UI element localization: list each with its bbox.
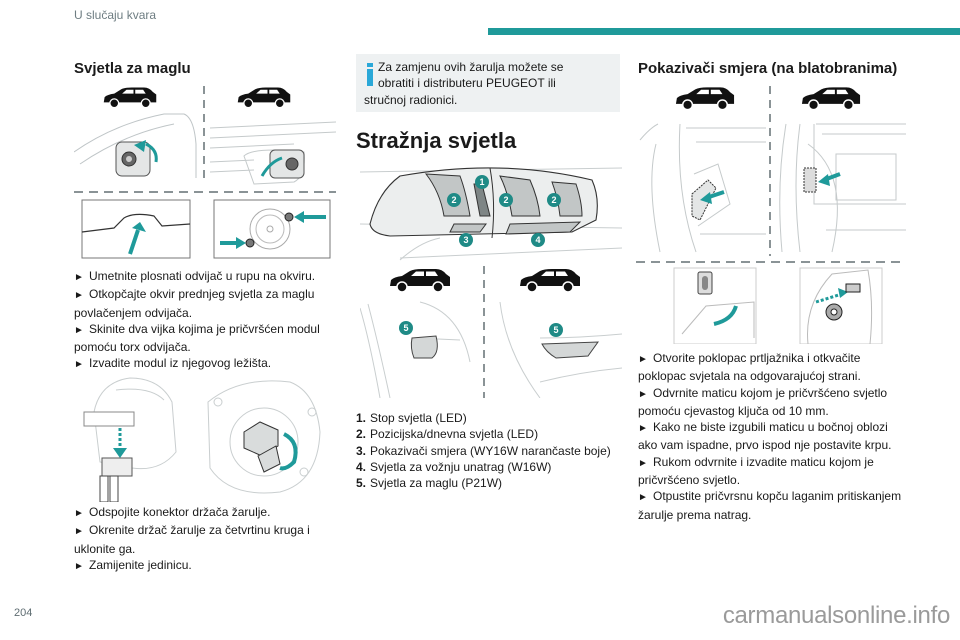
figure-front-fog-light-steps xyxy=(74,84,336,260)
legend-item: 4.Svjetla za vožnju unatrag (W16W) xyxy=(356,459,552,474)
estate-car-icon xyxy=(519,268,581,293)
figure-rear-light-cluster: 1 2 2 2 3 4 5 5 xyxy=(360,162,622,398)
page-number: 204 xyxy=(14,607,33,619)
bullet-arrow-icon: ► xyxy=(74,359,84,371)
step-item: ►Odvrnite maticu kojom je pričvršćeno sv… xyxy=(638,385,888,418)
section-title-fog-lights: Svjetla za maglu xyxy=(74,60,191,77)
svg-text:4: 4 xyxy=(535,235,540,245)
fog-light-steps-list-b: ►Odspojite konektor držača žarulje. ►Okr… xyxy=(74,504,336,575)
bullet-arrow-icon: ► xyxy=(638,423,648,435)
fog-light-steps-list-a: ►Umetnite plosnati odvijač u rupu na okv… xyxy=(74,268,336,374)
estate-car-icon xyxy=(801,86,861,111)
bullet-arrow-icon: ► xyxy=(74,508,84,519)
svg-text:5: 5 xyxy=(553,325,558,335)
svg-text:2: 2 xyxy=(503,195,508,205)
hatchback-car-icon xyxy=(389,268,451,293)
step-item: ►Zamijenite jedinicu. xyxy=(74,557,336,575)
legend-item: 3.Pokazivači smjera (WY16W narančaste bo… xyxy=(356,443,611,458)
hatchback-car-icon xyxy=(675,86,735,111)
bullet-arrow-icon: ► xyxy=(638,388,648,400)
rear-lights-legend: 1.Stop svjetla (LED) 2.Pozicijska/dnevna… xyxy=(356,410,611,491)
note-line-1: Za zamjenu ovih žarulja možete se xyxy=(378,60,564,74)
step-item: ►Skinite dva vijka kojima je pričvršćen … xyxy=(74,321,320,355)
bullet-arrow-icon: ► xyxy=(638,492,648,504)
bullet-arrow-icon: ► xyxy=(74,324,84,336)
section-title-rear-lights: Stražnja svjetla xyxy=(356,128,517,153)
bullet-arrow-icon: ► xyxy=(638,457,648,469)
svg-text:2: 2 xyxy=(551,195,556,205)
info-icon xyxy=(367,63,373,86)
bullet-arrow-icon: ► xyxy=(74,526,84,538)
note-line-3: stručnoj radionici. xyxy=(364,92,458,107)
svg-text:2: 2 xyxy=(451,195,456,205)
figure-bulb-holder-removal xyxy=(80,372,330,502)
step-item: ►Odspojite konektor držača žarulje. xyxy=(74,504,336,522)
step-item: ►Rukom odvrnite i izvadite maticu kojom … xyxy=(638,454,874,488)
svg-text:3: 3 xyxy=(463,235,468,245)
callout-markers: 1 2 2 2 3 4 5 5 xyxy=(399,175,563,337)
svg-text:5: 5 xyxy=(403,323,408,333)
bullet-arrow-icon: ► xyxy=(638,354,648,365)
note-line-2: obratiti i distributeru PEUGEOT ili xyxy=(378,76,556,91)
bullet-arrow-icon: ► xyxy=(74,272,84,283)
step-item: ►Otpustite pričvrsnu kopču laganim priti… xyxy=(638,489,902,522)
section-title-indicators: Pokazivači smjera (na blatobranima) xyxy=(638,60,898,77)
step-item: ►Umetnite plosnati odvijač u rupu na okv… xyxy=(74,268,336,286)
legend-item: 1.Stop svjetla (LED) xyxy=(356,411,467,425)
step-item: ►Otvorite poklopac prtljažnika i otkvači… xyxy=(638,351,861,384)
estate-car-icon xyxy=(237,86,291,109)
legend-item: 2.Pozicijska/dnevna svjetla (LED) xyxy=(356,427,539,442)
step-item: ►Okrenite držač žarulje za četvrtinu kru… xyxy=(74,523,310,556)
watermark-link[interactable]: carmanualsonline.info xyxy=(722,602,950,629)
step-item: ►Izvadite modul iz njegovog ležišta. xyxy=(74,355,336,373)
info-note: Za zamjenu ovih žarulja možete se obrati… xyxy=(356,54,620,112)
legend-item: 5.Svjetla za maglu (P21W) xyxy=(356,476,503,491)
hatchback-car-icon xyxy=(103,86,157,109)
step-item: ►Kako ne biste izgubili maticu u bočnoj … xyxy=(638,420,892,453)
running-head: U slučaju kvara xyxy=(74,8,157,22)
indicator-steps-list: ►Otvorite poklopac prtljažnika i otkvači… xyxy=(638,350,906,523)
figure-indicator-removal-steps xyxy=(636,84,906,344)
svg-text:1: 1 xyxy=(479,177,484,187)
bullet-arrow-icon: ► xyxy=(74,560,84,572)
step-item: ►Otkopčajte okvir prednjeg svjetla za ma… xyxy=(74,287,315,320)
bullet-arrow-icon: ► xyxy=(74,290,84,302)
header-accent-bar xyxy=(488,28,960,35)
